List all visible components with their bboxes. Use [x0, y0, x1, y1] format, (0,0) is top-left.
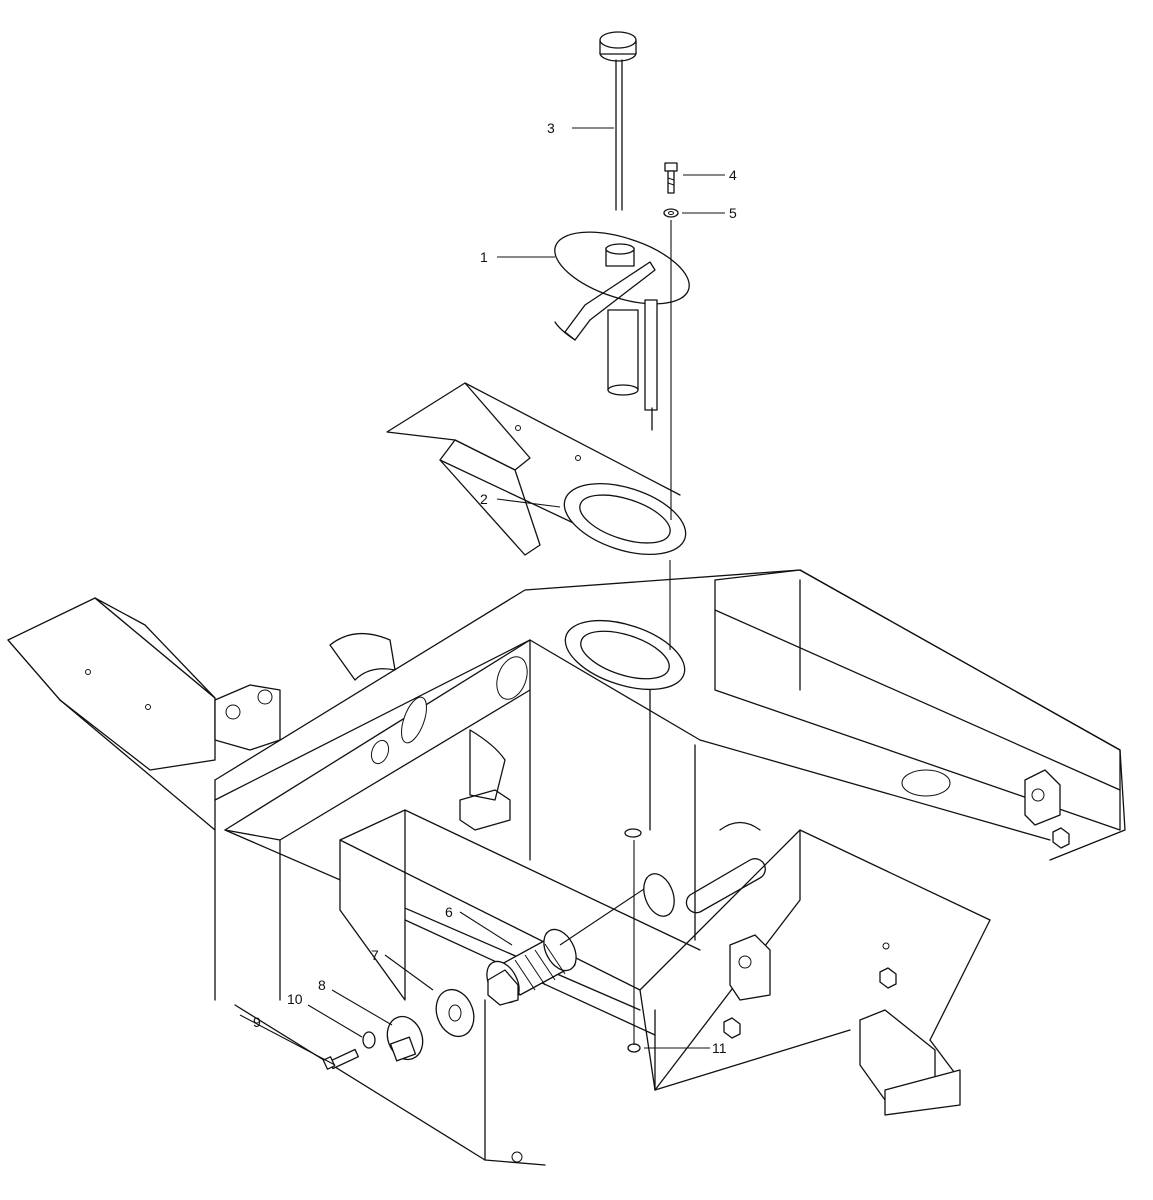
- part-1-sender-plate: [554, 231, 690, 431]
- leader-2: [496, 498, 561, 508]
- left-frame-arm: [7, 597, 216, 831]
- callout-4: 4: [729, 167, 737, 183]
- assembly-leader-lines: [239, 127, 761, 1066]
- part-7-flange-plate: [435, 988, 475, 1038]
- part-5-washer: [663, 208, 679, 218]
- callout-labels: 3 4 5 1 2 6 7 8 10 9 11: [253, 120, 737, 1056]
- part-2-gasket: [563, 483, 687, 555]
- part-10-washer: [362, 1031, 376, 1049]
- callout-6: 6: [445, 904, 453, 920]
- part-11-nut: [624, 828, 642, 1053]
- callout-1: 1: [480, 249, 488, 265]
- leader-8: [331, 989, 393, 1026]
- callout-3: 3: [547, 120, 555, 136]
- part-4-bolt: [664, 162, 678, 194]
- leader-7: [384, 954, 434, 991]
- callout-11: 11: [712, 1040, 727, 1056]
- leader-6: [459, 911, 513, 946]
- callout-8: 8: [318, 977, 326, 993]
- main-frame-body: [214, 569, 1126, 1166]
- callout-7: 7: [371, 947, 379, 963]
- callout-10: 10: [287, 991, 303, 1007]
- callout-2: 2: [480, 491, 488, 507]
- part-9-bolt: [322, 1048, 360, 1070]
- part-6-strainer-filter: [486, 928, 577, 1006]
- part-3-dipstick-cap: [599, 31, 637, 211]
- part-8-drain-flange: [386, 1015, 424, 1062]
- callout-5: 5: [729, 205, 737, 221]
- leader-10: [307, 1004, 363, 1038]
- callout-9: 9: [253, 1014, 261, 1030]
